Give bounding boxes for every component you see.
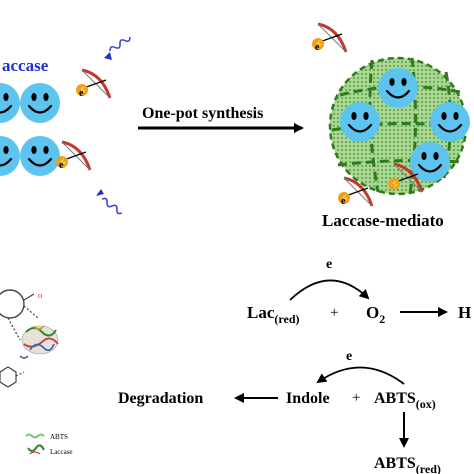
svg-text:ABTS(ox): ABTS(ox): [374, 390, 436, 411]
reaction1-reactant2: O: [366, 303, 379, 322]
reaction2-reactant1: Indole: [286, 390, 330, 407]
reaction1-curve: [289, 279, 370, 301]
reaction1-reactant1: Lac: [247, 303, 275, 322]
enzyme-icon: [0, 81, 22, 125]
synthesis-label: One-pot synthesis: [142, 105, 263, 122]
free-laccase-label: accase: [2, 56, 49, 75]
electron-bow-icon: e: [336, 176, 374, 208]
blue-arrow-icon: [96, 189, 104, 196]
reaction2-product-left: Degradation: [118, 390, 203, 407]
legend-label: ABTS: [50, 433, 68, 441]
composite-label: Laccase-mediato: [322, 211, 444, 230]
reaction2-catalyst: e: [346, 349, 352, 364]
electron-bow-icon: e: [310, 22, 348, 54]
svg-text:e: e: [79, 88, 84, 99]
enzyme-icon: [0, 134, 22, 178]
svg-text:Lac(red): Lac(red): [247, 303, 300, 326]
reaction1-catalyst: e: [326, 257, 332, 272]
light-wave-icon: [109, 37, 131, 51]
legend-item-laccase: Laccase: [27, 444, 73, 456]
light-wave-icon: [101, 197, 123, 215]
electron-bow-icon: e: [74, 68, 112, 100]
svg-text:e: e: [341, 196, 346, 207]
reaction1-plus: +: [330, 305, 338, 321]
svg-text:O2: O2: [366, 303, 385, 326]
legend-label: Laccase: [50, 448, 73, 456]
enzyme-icon: [376, 66, 420, 110]
reaction1-reactant2-sub: 2: [379, 312, 385, 326]
svg-text:O: O: [38, 294, 43, 300]
reaction1-product: H: [458, 303, 471, 322]
reaction2-reactant2-sub: (ox): [416, 397, 436, 411]
enzyme-icon: [18, 134, 62, 178]
reaction2-reactant2: ABTS: [374, 390, 416, 407]
svg-text:e: e: [59, 160, 64, 171]
electron-bow-icon: e: [54, 140, 92, 172]
reaction2-product-down-sub: (red): [416, 462, 441, 474]
reaction2-curve: [316, 366, 405, 385]
svg-text:ABTS(red): ABTS(red): [374, 455, 441, 474]
enzyme-icon: [408, 140, 452, 184]
enzyme-icon: [338, 100, 382, 144]
enzyme-icon: [428, 100, 472, 144]
svg-text:e: e: [315, 42, 320, 53]
reaction2-product-down: ABTS: [374, 455, 416, 472]
docking-structure-image: O: [0, 289, 59, 388]
enzyme-icon: [18, 81, 62, 125]
blue-arrow-icon: [104, 52, 112, 60]
legend-item-abts: ABTS: [25, 433, 68, 441]
reaction2-plus: +: [352, 390, 360, 406]
reaction1-reactant1-sub: (red): [274, 312, 299, 326]
